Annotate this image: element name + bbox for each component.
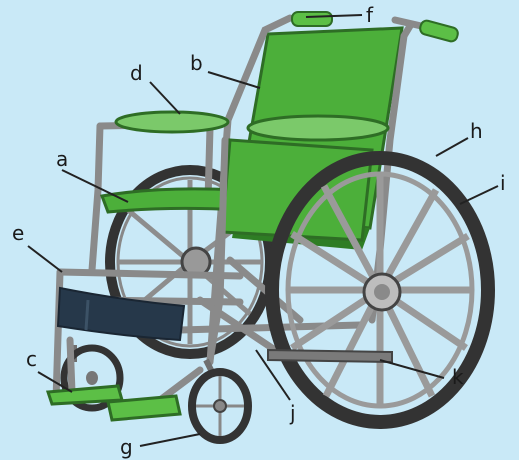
right-armrest-pad xyxy=(248,116,388,140)
label-h: h xyxy=(470,119,483,143)
left-handle-grip xyxy=(292,12,332,26)
label-c: c xyxy=(26,347,37,371)
label-j: j xyxy=(289,401,296,425)
right-footrest xyxy=(108,396,180,420)
label-k: k xyxy=(452,365,464,389)
side-panel xyxy=(222,140,372,240)
label-e: e xyxy=(12,221,24,245)
label-b: b xyxy=(190,51,203,75)
label-d: d xyxy=(130,61,143,85)
label-g: g xyxy=(120,435,133,459)
left-armrest-pad xyxy=(116,112,228,132)
cross-brace xyxy=(268,350,392,362)
label-a: a xyxy=(56,147,68,171)
label-i: i xyxy=(500,171,506,195)
label-f: f xyxy=(366,3,374,27)
